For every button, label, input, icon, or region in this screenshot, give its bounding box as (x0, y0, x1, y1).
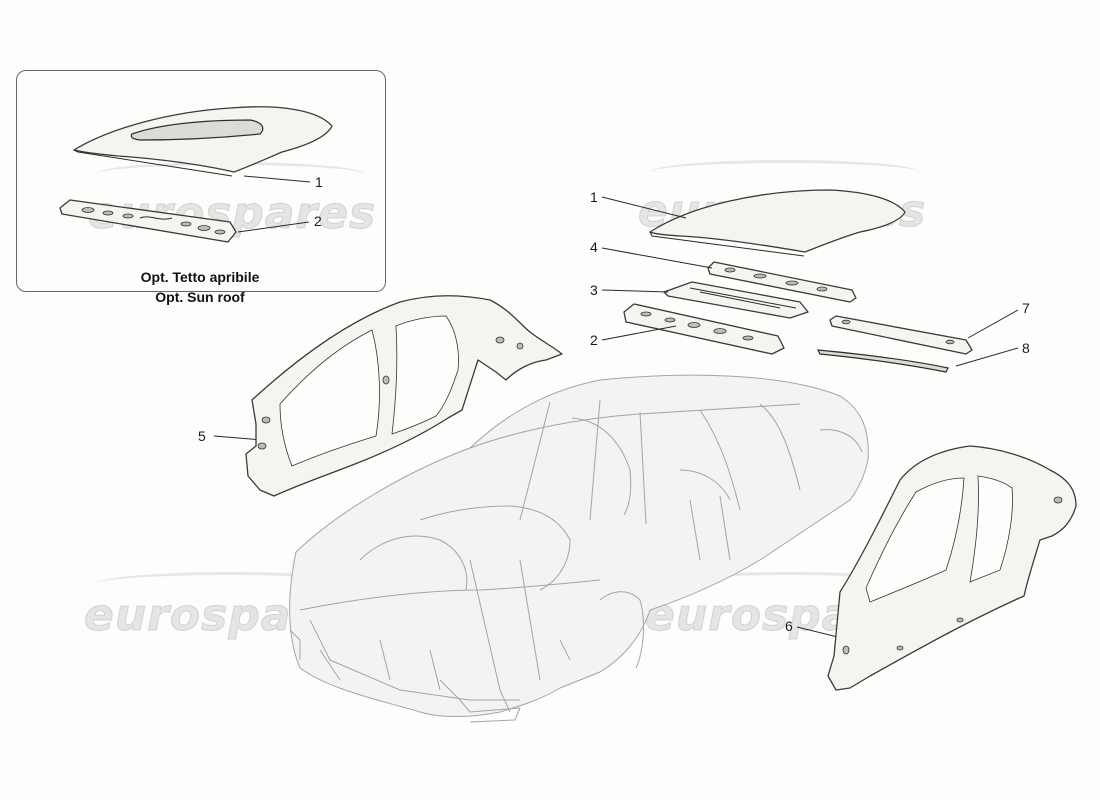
callout-6: 6 (785, 618, 793, 634)
leader-line (237, 221, 310, 233)
callout-1: 1 (590, 189, 598, 205)
sunroof-panel-icon[interactable] (73, 106, 333, 177)
leader-line (601, 325, 677, 341)
leader-line (796, 626, 843, 639)
callout-3: 3 (590, 282, 598, 298)
leader-line (601, 196, 687, 219)
callout-5: 5 (198, 428, 206, 444)
leader-line (601, 289, 669, 293)
leader-line (967, 309, 1019, 339)
callout-2: 2 (590, 332, 598, 348)
windscreen-header-icon[interactable] (663, 281, 809, 319)
front-roof-crossmember-icon[interactable] (59, 199, 237, 243)
callout-8: 8 (1022, 340, 1030, 356)
callout-4: 4 (590, 239, 598, 255)
drip-strip-icon[interactable] (816, 349, 949, 373)
body-shell-icon (289, 374, 869, 723)
leader-line (243, 175, 311, 183)
callout-7: 7 (1022, 300, 1030, 316)
leader-line (213, 435, 263, 441)
right-side-frame-icon[interactable] (827, 445, 1077, 691)
front-roof-crossmember-icon[interactable] (623, 303, 785, 355)
left-side-frame-icon[interactable] (245, 295, 563, 497)
rear-roof-crossmember-icon[interactable] (707, 261, 857, 303)
rear-roof-rail-icon[interactable] (829, 315, 973, 355)
leader-line (955, 347, 1019, 367)
inset-caption-en: Opt. Sun roof (155, 289, 245, 305)
callout-2-inset: 2 (314, 213, 322, 229)
sunroof-option-box (16, 70, 386, 292)
leader-line (601, 247, 713, 269)
callout-1-inset: 1 (315, 174, 323, 190)
roof-panel-icon[interactable] (649, 189, 906, 257)
inset-caption-it: Opt. Tetto apribile (140, 269, 260, 285)
